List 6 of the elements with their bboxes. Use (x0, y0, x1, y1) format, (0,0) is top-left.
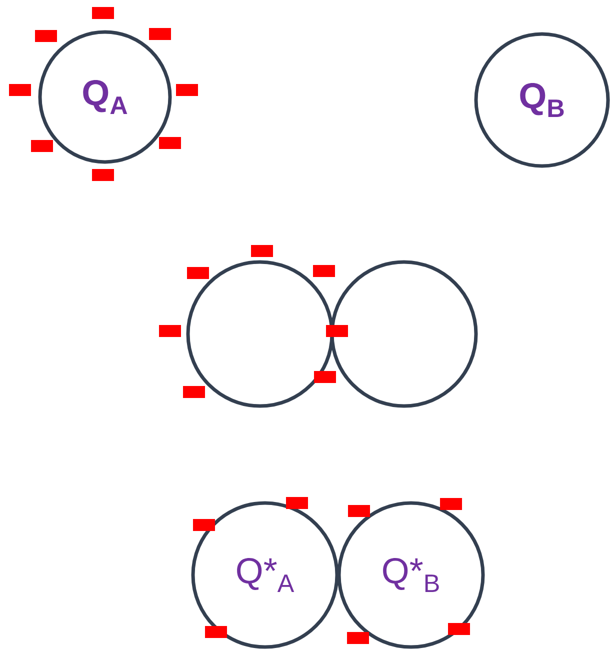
sphere (186, 260, 334, 408)
labeled-sphere: Q*$_{B}$ (337, 501, 485, 649)
labeled-sphere: Q$_{A}$ (38, 30, 172, 164)
labeled-sphere: Q*$_{A}$ (191, 501, 339, 649)
labeled-sphere: Q$_{B}$ (474, 32, 610, 168)
sphere (330, 260, 478, 408)
